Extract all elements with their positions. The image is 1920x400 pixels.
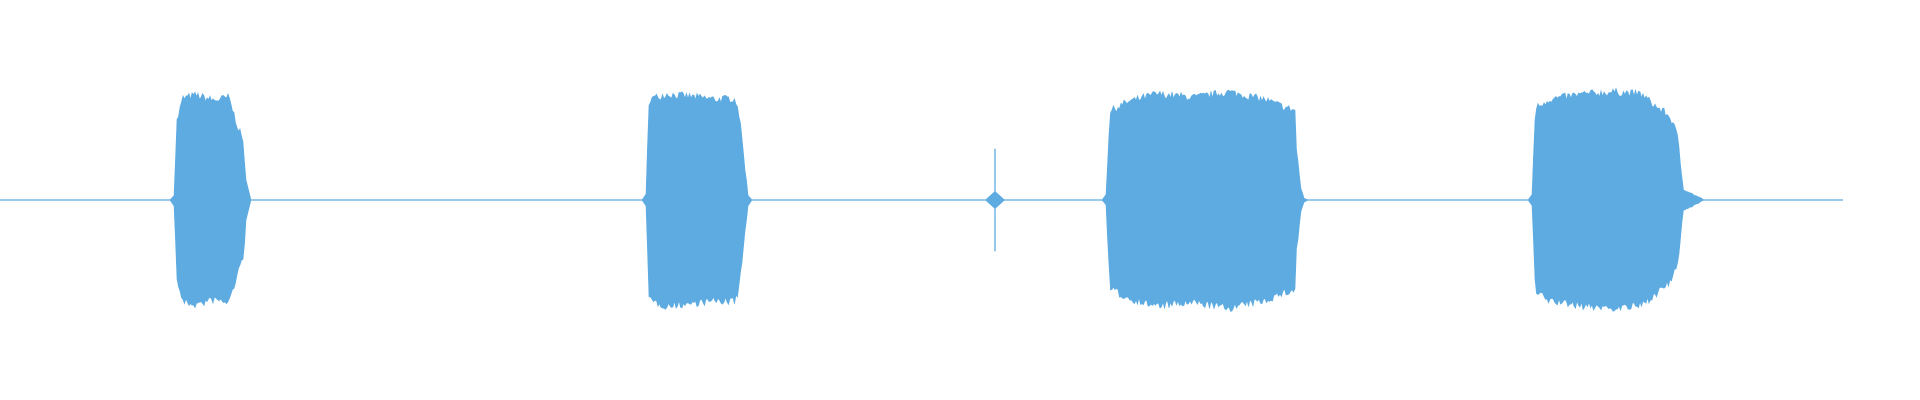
- waveform-click-transient: [985, 148, 1005, 252]
- waveform-burst-2: [641, 91, 753, 310]
- waveform-burst-4: [1527, 87, 1705, 312]
- waveform-burst-3: [1101, 90, 1309, 312]
- waveform-bursts: [169, 87, 1705, 312]
- waveform-burst-1: [169, 91, 252, 309]
